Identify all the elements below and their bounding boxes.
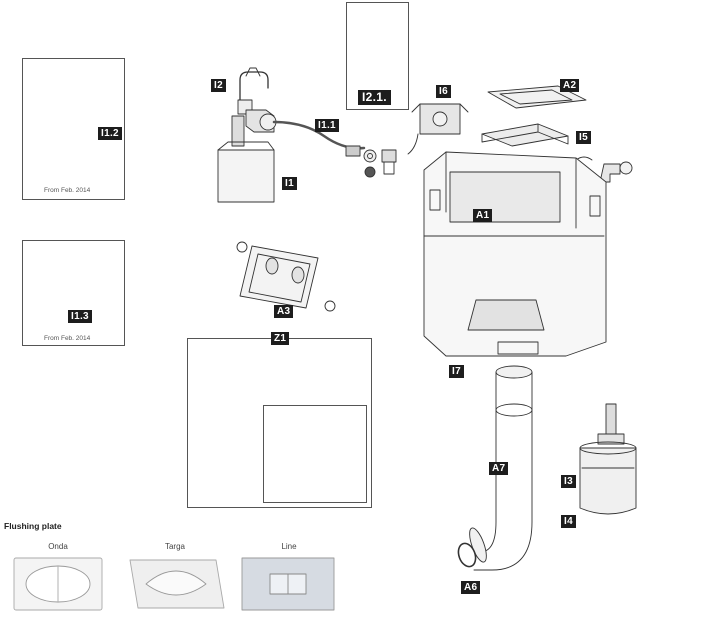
plate-name-onda: Onda	[48, 542, 68, 551]
plate-line-icon	[241, 557, 335, 611]
detail-box-i1-2	[22, 58, 125, 200]
frame-plate-icon	[236, 241, 336, 312]
hose-fittings-icon	[363, 149, 397, 178]
clip-icon	[237, 67, 269, 115]
plate-name-line: Line	[281, 542, 297, 551]
detail-box-i2-1	[346, 2, 409, 110]
label-a7: A7	[489, 462, 509, 475]
fill-valve-icon	[217, 109, 366, 203]
label-i2-1: I2.1.	[358, 90, 391, 105]
label-a3: A3	[274, 305, 294, 318]
detail-box-i1-3	[22, 240, 125, 346]
plate-onda-icon	[13, 557, 103, 611]
drain-valve-icon	[579, 403, 637, 515]
note-i1-2: From Feb. 2014	[44, 187, 91, 194]
label-i6: I6	[436, 85, 451, 98]
valve-bracket-icon	[481, 123, 569, 147]
kit-inner-box	[263, 405, 367, 503]
label-z1: Z1	[271, 332, 290, 345]
label-i2: I2	[211, 79, 226, 92]
label-i1-3: I1.3	[68, 310, 92, 323]
label-i1: I1	[282, 177, 297, 190]
label-a2: A2	[560, 79, 580, 92]
label-i7: I7	[449, 365, 464, 378]
flushing-plate-title: Flushing plate	[4, 521, 62, 531]
label-i1-2: I1.2	[98, 127, 122, 140]
flush-mechanism-icon	[407, 103, 469, 155]
elbow-fittings-icon	[575, 156, 633, 183]
cistern-tank-icon	[423, 151, 607, 357]
label-i4: I4	[561, 515, 576, 528]
plate-targa-icon	[129, 559, 225, 609]
note-i1-3: From Feb. 2014	[44, 335, 91, 342]
flush-pipe-icon	[469, 365, 533, 571]
label-i3: I3	[561, 475, 576, 488]
seal-ring-icon	[457, 542, 477, 568]
plate-name-targa: Targa	[164, 542, 185, 551]
label-i5: I5	[576, 131, 591, 144]
label-a6: A6	[461, 581, 481, 594]
label-i1-1: I1.1	[315, 119, 339, 132]
label-a1: A1	[473, 209, 493, 222]
